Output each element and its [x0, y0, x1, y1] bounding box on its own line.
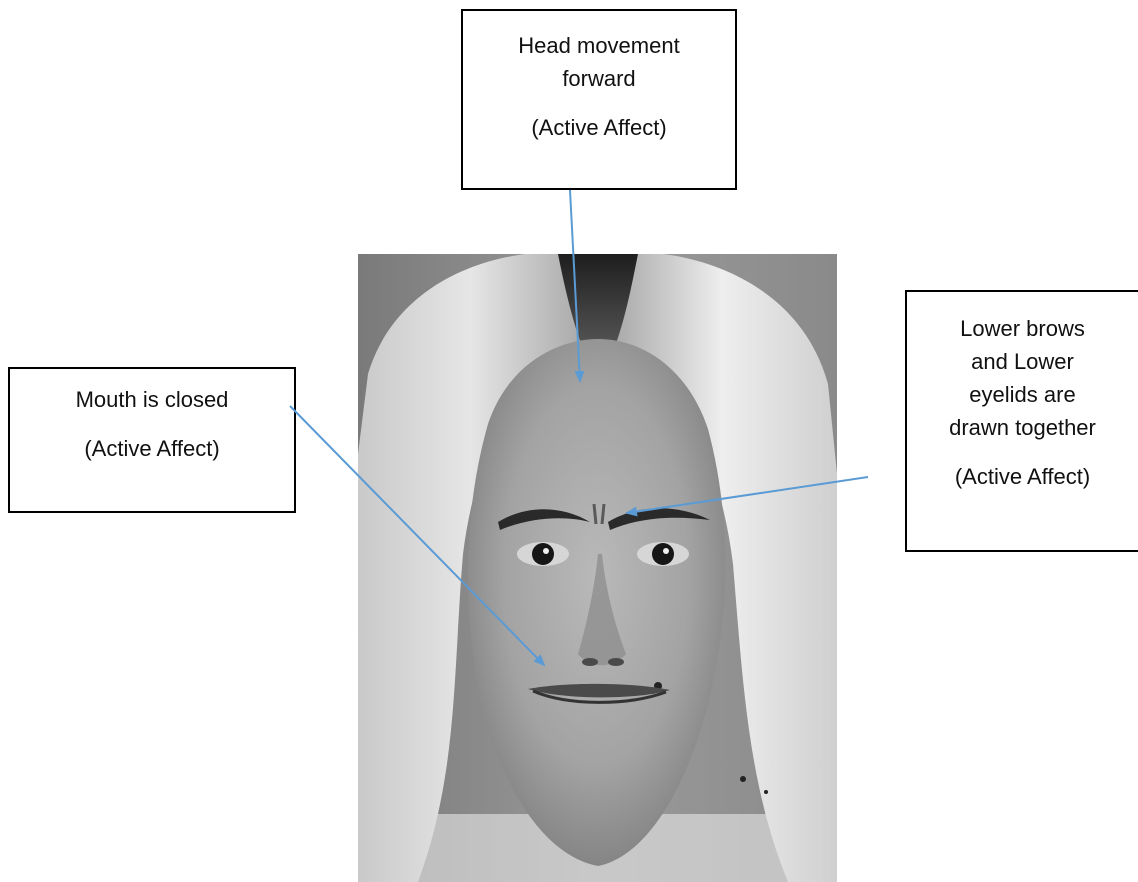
face-photo: [358, 254, 837, 882]
callout-head-movement: Head movement forward (Active Affect): [461, 9, 737, 190]
callout-head-affect: (Active Affect): [463, 111, 735, 144]
callout-head-line1: Head movement: [463, 29, 735, 62]
callout-mouth-line1: Mouth is closed: [10, 383, 294, 416]
callout-brows-line3: eyelids are: [907, 378, 1138, 411]
callout-brows-line2: and Lower: [907, 345, 1138, 378]
callout-brows-line1: Lower brows: [907, 312, 1138, 345]
callout-brows-line4: drawn together: [907, 411, 1138, 444]
callout-head-line2: forward: [463, 62, 735, 95]
callout-brows-affect: (Active Affect): [907, 460, 1138, 493]
callout-mouth-closed: Mouth is closed (Active Affect): [8, 367, 296, 513]
callout-mouth-affect: (Active Affect): [10, 432, 294, 465]
callout-lower-brows: Lower brows and Lower eyelids are drawn …: [905, 290, 1138, 552]
